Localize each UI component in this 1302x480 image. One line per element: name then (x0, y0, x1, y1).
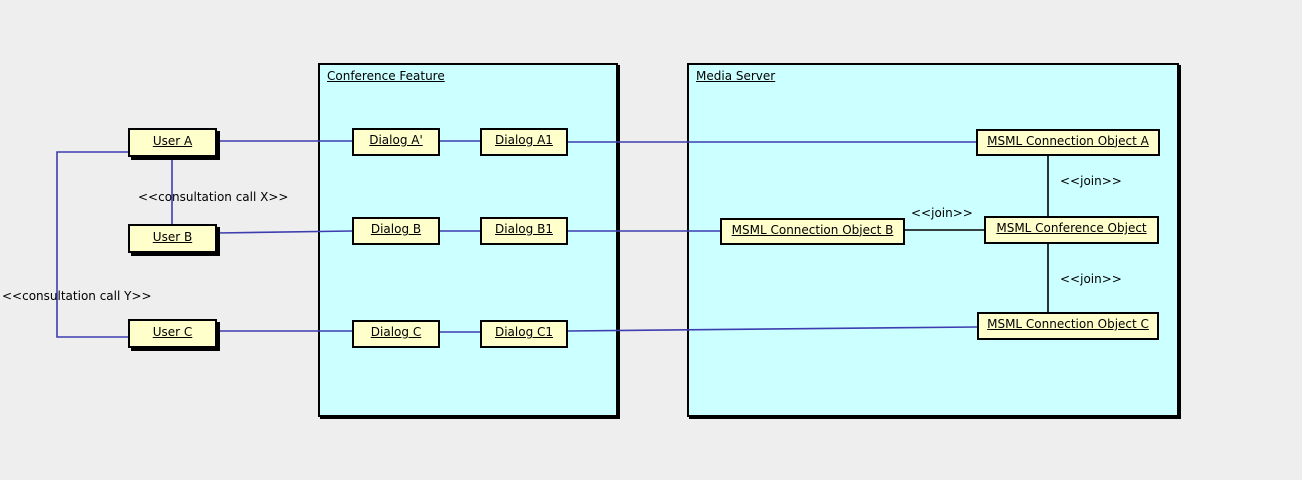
msml-connection-c-label: MSML Connection Object C (987, 317, 1149, 331)
dialog-a-prime-label: Dialog A' (369, 133, 423, 147)
dialog-c1-label: Dialog C1 (494, 325, 554, 339)
conference-feature-label: Conference Feature (327, 69, 445, 83)
node-msml-connection-c: MSML Connection Object C (977, 312, 1159, 340)
node-user-b: User B (128, 224, 217, 253)
dialog-c-label: Dialog C (370, 325, 422, 339)
link-dialog-c1-msml-connection-c (567, 326, 978, 332)
msml-conference-label: MSML Conference Object (996, 221, 1147, 235)
user-b-label: User B (152, 229, 193, 244)
node-dialog-a-prime: Dialog A' (352, 128, 440, 156)
dialog-a1-label: Dialog A1 (495, 133, 553, 147)
node-user-a: User A (128, 128, 217, 157)
stereotype-join-a: <<join>> (1060, 174, 1122, 188)
node-msml-conference: MSML Conference Object (984, 216, 1159, 244)
node-msml-connection-a: MSML Connection Object A (976, 129, 1160, 156)
media-server-label: Media Server (696, 69, 776, 83)
dialog-b1-label: Dialog B1 (495, 222, 553, 236)
msml-connection-b-label: MSML Connection Object B (731, 222, 894, 237)
stereotype-join-c: <<join>> (1060, 272, 1122, 286)
node-dialog-b: Dialog B (352, 217, 440, 245)
user-c-label: User C (152, 324, 193, 339)
link-user-b-dialog-b (216, 230, 353, 234)
node-dialog-a1: Dialog A1 (480, 128, 568, 156)
node-dialog-c: Dialog C (352, 320, 440, 348)
node-user-c: User C (128, 319, 217, 348)
node-dialog-b1: Dialog B1 (480, 217, 568, 245)
node-dialog-c1: Dialog C1 (480, 320, 568, 348)
dialog-b-label: Dialog B (370, 222, 422, 236)
stereotype-join-b: <<join>> (911, 206, 973, 220)
stereotype-consultation-call-x: <<consultation call X>> (138, 190, 289, 204)
msml-connection-a-label: MSML Connection Object A (987, 133, 1149, 148)
stereotype-consultation-call-y: <<consultation call Y>> (2, 289, 152, 303)
link-consultation-call-y (56, 151, 128, 338)
node-msml-connection-b: MSML Connection Object B (720, 218, 905, 245)
user-a-label: User A (152, 133, 193, 148)
